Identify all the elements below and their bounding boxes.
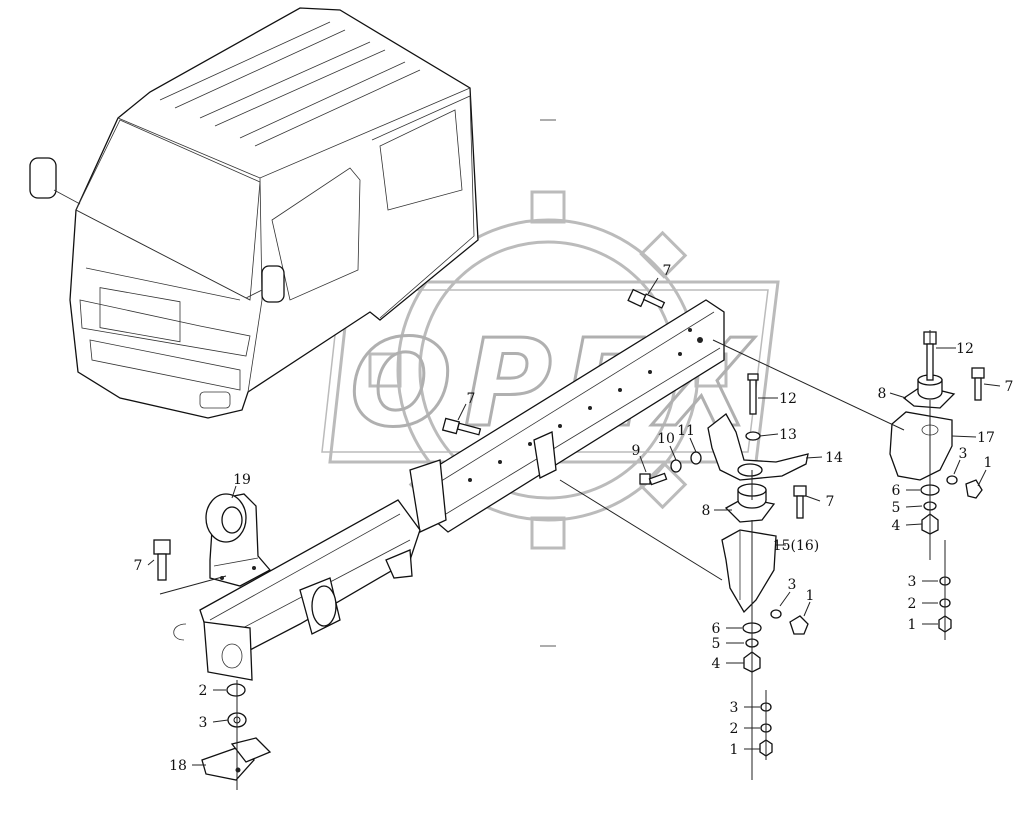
callout-c3d: 3 — [199, 715, 208, 731]
mount-19 — [205, 493, 272, 587]
callout-c7d: 7 — [826, 494, 835, 510]
callout-c6a: 6 — [892, 483, 901, 499]
callout-c3a: 3 — [959, 446, 968, 462]
callout-c13: 13 — [779, 427, 797, 443]
callout-c14: 14 — [825, 450, 843, 466]
callout-c1d: 1 — [730, 742, 739, 758]
callout-c11: 11 — [677, 423, 695, 439]
callout-c4b: 4 — [712, 656, 721, 672]
callout-c9: 9 — [632, 443, 641, 459]
callout-c1c: 1 — [908, 617, 917, 633]
callout-c3c: 3 — [788, 577, 797, 593]
callout-c8a: 8 — [878, 386, 887, 402]
callout-c5b: 5 — [712, 636, 721, 652]
bracket-14 — [707, 413, 809, 481]
callout-c18: 18 — [169, 758, 187, 774]
bracket-15 — [721, 483, 777, 614]
callout-c7b: 7 — [1005, 379, 1014, 395]
leader-lines — [147, 277, 1001, 790]
callout-c2c: 2 — [730, 721, 739, 737]
callout-c7e: 7 — [134, 558, 143, 574]
callout-c7a: 7 — [663, 263, 672, 279]
callout-c12b: 12 — [779, 391, 797, 407]
callout-c3e: 3 — [730, 700, 739, 716]
callout-c12a: 12 — [956, 341, 974, 357]
watermark-frame-inner — [321, 289, 769, 453]
callout-c7c: 7 — [467, 391, 476, 407]
callout-c10: 10 — [657, 431, 675, 447]
stack-left — [201, 683, 272, 781]
callout-c1a: 1 — [984, 455, 993, 471]
callout-c19: 19 — [233, 472, 251, 488]
callout-c4a: 4 — [892, 518, 901, 534]
truck-cab — [29, 7, 479, 419]
bolt-7-left — [153, 539, 171, 581]
callout-c1b: 1 — [806, 588, 815, 604]
callout-c15: 15(16) — [773, 538, 820, 554]
callout-c17: 17 — [977, 430, 995, 446]
frame-rail — [409, 299, 725, 533]
callout-c2b: 2 — [199, 683, 208, 699]
bracket-17 — [889, 374, 956, 481]
callout-c3b: 3 — [908, 574, 917, 590]
callout-c8b: 8 — [702, 503, 711, 519]
lower-frame — [173, 499, 421, 681]
callout-c5a: 5 — [892, 500, 901, 516]
callout-c6b: 6 — [712, 621, 721, 637]
callout-c2a: 2 — [908, 596, 917, 612]
